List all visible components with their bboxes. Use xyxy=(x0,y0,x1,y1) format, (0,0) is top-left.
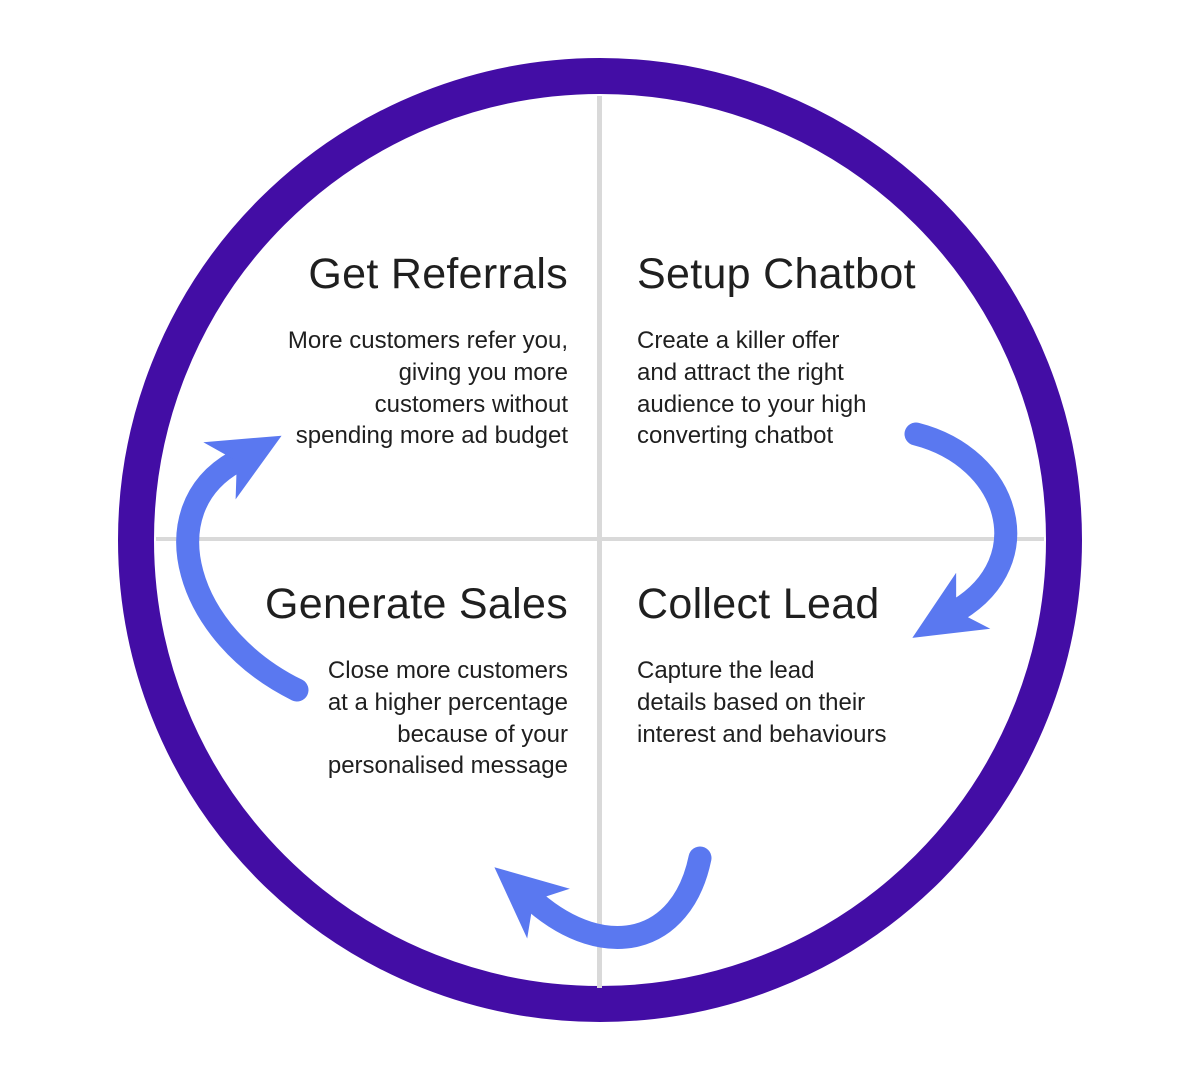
quadrant-description-get-referrals: More customers refer you, giving you mor… xyxy=(287,327,568,450)
quadrant-title-generate-sales: Generate Sales xyxy=(265,580,568,628)
quadrant-description-setup-chatbot: Create a killer offer and attract the ri… xyxy=(637,327,867,450)
quadrant-description-generate-sales: Close more customers at a higher percent… xyxy=(327,657,568,780)
vertical-divider xyxy=(597,96,602,988)
quadrant-title-collect-lead: Collect Lead xyxy=(637,580,880,628)
quadrant-collect-lead: Collect Lead Capture the lead details ba… xyxy=(637,580,967,750)
quadrant-title-get-referrals: Get Referrals xyxy=(308,250,568,298)
quadrant-get-referrals: Get Referrals More customers refer you, … xyxy=(240,250,568,452)
quadrant-description-collect-lead: Capture the lead details based on their … xyxy=(637,657,887,748)
quadrant-setup-chatbot: Setup Chatbot Create a killer offer and … xyxy=(637,250,967,452)
quadrant-title-setup-chatbot: Setup Chatbot xyxy=(637,250,916,298)
quadrant-generate-sales: Generate Sales Close more customers at a… xyxy=(240,580,568,782)
